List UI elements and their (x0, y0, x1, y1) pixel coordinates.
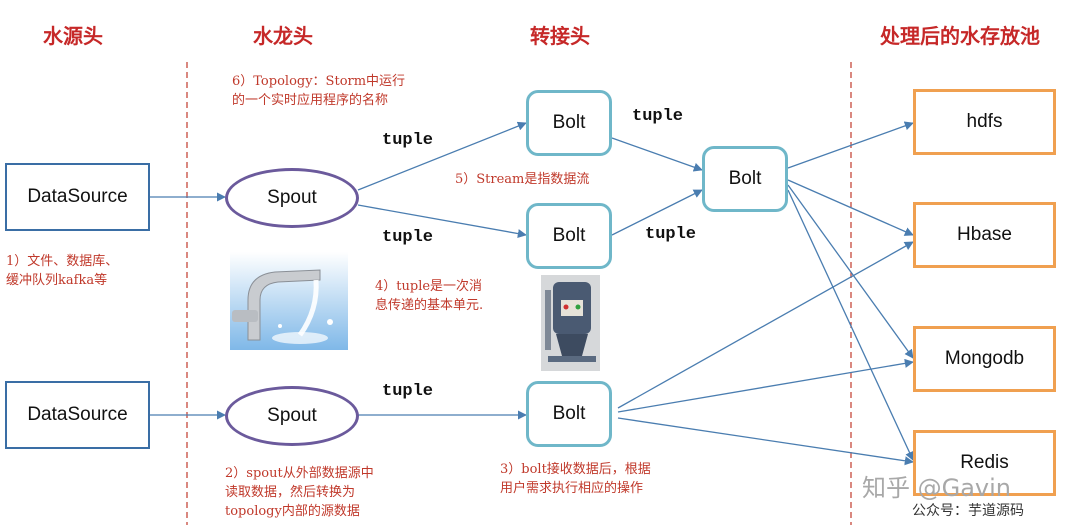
spout-node: Spout (225, 386, 359, 446)
sink-mongodb-node: Mongodb (913, 326, 1056, 392)
adapter-image (541, 275, 600, 371)
edge-merge-hbase (787, 179, 914, 236)
note-topology: 6）Topology：Storm中运行 的一个实时应用程序的名称 (232, 72, 405, 110)
sink-hbase-node: Hbase (913, 202, 1056, 268)
datasource-node: DataSource (5, 381, 150, 449)
note-line: 2）spout从外部数据源中 (225, 466, 374, 481)
note-line: 读取数据，然后转换为 (225, 485, 356, 500)
note-line: 1）文件、数据库、 (6, 254, 119, 269)
edge-spout1-bolt-mid (357, 204, 527, 239)
edge-merge-mongodb (787, 184, 914, 359)
heading-source: 水源头 (43, 24, 103, 48)
edge-label-tuple: tuple (382, 228, 434, 247)
bolt-node: Bolt (526, 90, 612, 156)
note-spout: 2）spout从外部数据源中 读取数据，然后转换为 topology内部的源数据 (225, 464, 374, 521)
watermark-sub: 公众号：芋道源码 (912, 503, 1024, 519)
bolt-node: Bolt (526, 381, 612, 447)
edge-bolt-bottom-redis (617, 417, 914, 466)
note-line: 4）tuple是一次消 (375, 279, 483, 294)
note-line: 用户需求执行相应的操作 (500, 481, 644, 496)
note-bolt: 3）bolt接收数据后，根据 用户需求执行相应的操作 (500, 460, 651, 498)
sink-hdfs-node: hdfs (913, 89, 1056, 155)
note-line: 的一个实时应用程序的名称 (232, 93, 389, 108)
edge-merge-redis (787, 189, 914, 461)
sink-redis-node: Redis (913, 430, 1056, 496)
note-line: 6）Topology：Storm中运行 (232, 74, 406, 89)
note-tuple: 4）tuple是一次消 息传递的基本单元. (375, 277, 483, 315)
edge-label-tuple: tuple (645, 225, 697, 244)
edge-label-tuple: tuple (382, 382, 434, 401)
edge-label-tuple: tuple (382, 131, 434, 150)
note-datasource: 1）文件、数据库、 缓冲队列kafka等 (6, 252, 118, 290)
bolt-merge-node: Bolt (702, 146, 788, 212)
watermark-main: 知乎 @Gavin (862, 474, 1012, 502)
note-stream: 5）Stream是指数据流 (455, 172, 590, 187)
edge-label-tuple: tuple (632, 107, 684, 126)
datasource-node: DataSource (5, 163, 150, 231)
edge-bolt-top-merge (611, 137, 703, 172)
note-line: 3）bolt接收数据后，根据 (500, 462, 651, 477)
edge-bolt-bottom-mongodb (617, 358, 914, 413)
edge-merge-hdfs (787, 121, 914, 169)
note-line: 息传递的基本单元. (375, 298, 484, 313)
heading-adapter: 转接头 (530, 24, 590, 48)
note-line: 缓冲队列kafka等 (6, 273, 108, 288)
spout-node: Spout (225, 168, 359, 228)
heading-faucet: 水龙头 (253, 24, 313, 48)
faucet-image (230, 252, 348, 350)
edge-spout1-bolt-top (357, 121, 527, 191)
bolt-node: Bolt (526, 203, 612, 269)
edge-bolt-mid-merge (611, 189, 703, 236)
note-line: topology内部的源数据 (225, 504, 360, 519)
edge-bolt-bottom-hbase (617, 241, 914, 409)
heading-storage: 处理后的水存放池 (880, 24, 1040, 48)
